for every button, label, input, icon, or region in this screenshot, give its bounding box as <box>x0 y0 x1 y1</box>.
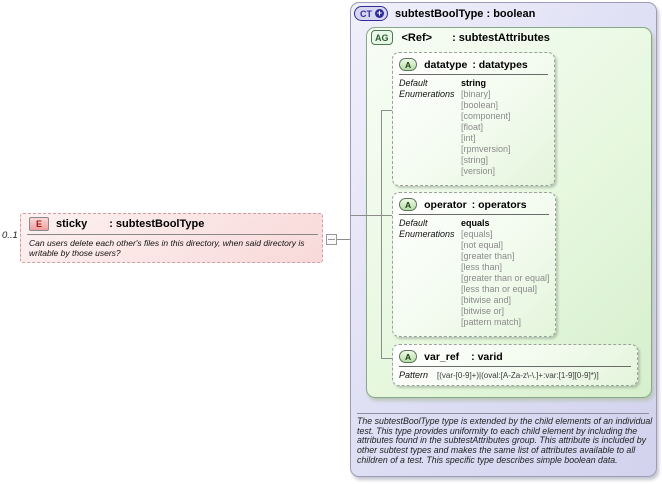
divider <box>399 74 548 75</box>
attribute-group-badge: AG <box>371 30 393 45</box>
attribute-group-type: : subtestAttributes <box>452 31 550 44</box>
attribute-name: operator <box>424 198 467 211</box>
cardinality-label: 0..1 <box>2 230 18 241</box>
attribute-type: : datatypes <box>472 58 528 71</box>
attribute-type: : operators <box>471 198 527 211</box>
attribute-header: A datatype : datatypes <box>393 56 554 74</box>
attribute-box-operator[interactable]: A operator : operators Default Enumerati… <box>392 192 556 337</box>
facet-labels: Default Enumerations <box>399 218 461 328</box>
facet-values: equals [equals][not equal][greater than]… <box>461 218 552 328</box>
element-type: : subtestBoolType <box>109 218 205 230</box>
enumeration-value: [less than or equal] <box>461 284 538 294</box>
element-name: sticky <box>56 218 88 230</box>
enumeration-value: [component] <box>461 111 511 121</box>
complex-type-title: subtestBoolType : boolean <box>395 7 536 20</box>
facet-table: Default Enumerations equals [equals][not… <box>393 217 555 328</box>
tree-stub-datatype <box>382 110 392 111</box>
enumeration-value: [rpmversion] <box>461 144 511 154</box>
enumeration-list: [equals][not equal][greater than][less t… <box>461 229 552 328</box>
default-label: Default <box>399 218 428 228</box>
element-header: E sticky : subtestBoolType <box>21 214 322 233</box>
default-value: string <box>461 78 487 88</box>
facet-table: Default Enumerations string [binary][boo… <box>393 77 554 177</box>
facet-values: [(var-[0-9]+)|(oval:[A-Za-z\-\.]+:var:[1… <box>437 370 634 381</box>
enumeration-value: [float] <box>461 122 484 132</box>
enumeration-value: [bitwise or] <box>461 306 505 316</box>
attribute-icon: A <box>399 58 418 71</box>
element-icon: E <box>29 217 49 231</box>
enumeration-value: [version] <box>461 166 496 176</box>
attribute-group-header: AG <Ref> : subtestAttributes <box>371 30 550 45</box>
enumeration-value: [greater than or equal] <box>461 273 550 283</box>
enumeration-value: [equals] <box>461 229 493 239</box>
default-value: equals <box>461 218 490 228</box>
documentation-divider <box>357 413 649 414</box>
enumeration-value: [int] <box>461 133 476 143</box>
enumeration-value: [greater than] <box>461 251 515 261</box>
enumerations-label: Enumerations <box>399 229 455 239</box>
enumerations-label: Enumerations <box>399 89 455 99</box>
enumeration-value: [binary] <box>461 89 491 99</box>
attribute-name: var_ref <box>424 350 460 363</box>
attribute-box-var-ref[interactable]: A var_ref : varid Pattern [(var-[0-9]+)|… <box>392 344 638 386</box>
element-box-sticky[interactable]: E sticky : subtestBoolType Can users del… <box>20 213 323 263</box>
attribute-icon: A <box>399 198 418 211</box>
pattern-label: Pattern <box>399 370 429 380</box>
facet-table: Pattern [(var-[0-9]+)|(oval:[A-Za-z\-\.]… <box>393 369 637 381</box>
documentation-text: The subtestBoolType type is extended by … <box>357 416 653 465</box>
enumeration-value: [less than] <box>461 262 503 272</box>
complex-type-header: CT + subtestBoolType : boolean <box>354 6 535 21</box>
element-connector-line <box>337 239 350 240</box>
divider <box>399 366 631 367</box>
facet-labels: Default Enumerations <box>399 78 461 177</box>
enumeration-value: [not equal] <box>461 240 504 250</box>
complex-type-badge: CT + <box>354 6 388 21</box>
divider <box>27 234 318 235</box>
connector-handle[interactable] <box>326 234 337 245</box>
enumeration-value: [pattern match] <box>461 317 522 327</box>
facet-labels: Pattern <box>399 370 437 381</box>
enumeration-value: [string] <box>461 155 489 165</box>
attribute-type: : varid <box>471 350 503 363</box>
enumeration-value: [boolean] <box>461 100 499 110</box>
attribute-box-datatype[interactable]: A datatype : datatypes Default Enumerati… <box>392 52 555 186</box>
divider <box>399 214 549 215</box>
plus-circle-icon[interactable]: + <box>375 8 384 18</box>
attribute-group-name: <Ref> <box>401 31 433 44</box>
attribute-name: datatype <box>424 58 468 71</box>
complex-type-badge-label: CT <box>360 8 372 19</box>
connector-handle-dash <box>328 239 335 240</box>
attribute-header: A var_ref : varid <box>393 348 637 366</box>
tree-stub-varref <box>382 358 392 359</box>
enumeration-value: [bitwise and] <box>461 295 512 305</box>
pattern-value: [(var-[0-9]+)|(oval:[A-Za-z\-\.]+:var:[1… <box>437 371 599 380</box>
enumeration-list: [binary][boolean][component][float][int]… <box>461 89 551 177</box>
element-annotation: Can users delete each other's files in t… <box>29 238 305 258</box>
default-label: Default <box>399 78 428 88</box>
facet-values: string [binary][boolean][component][floa… <box>461 78 551 177</box>
tree-feed-line <box>351 215 392 216</box>
attribute-header: A operator : operators <box>393 196 555 214</box>
tree-vertical-line <box>381 110 382 359</box>
attribute-icon: A <box>399 350 418 363</box>
